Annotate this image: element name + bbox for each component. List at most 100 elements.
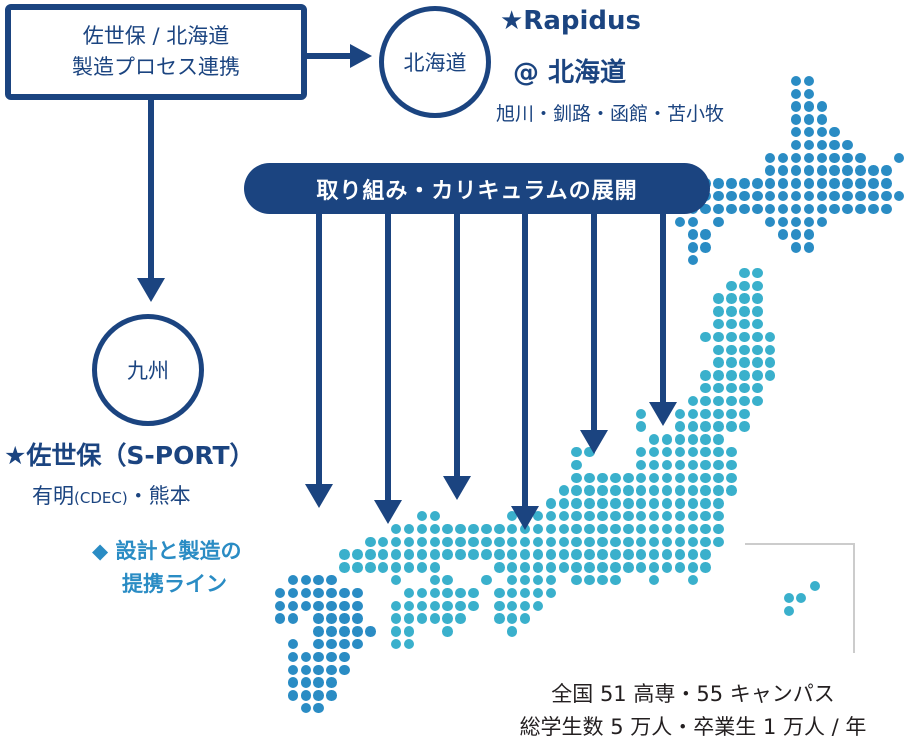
- map-dot: [584, 510, 595, 522]
- map-dot: [726, 485, 737, 496]
- map-dot: [777, 190, 789, 202]
- map-dot: [713, 293, 724, 304]
- map-dot: [700, 562, 711, 573]
- map-dot: [713, 306, 724, 317]
- map-dot: [726, 280, 737, 292]
- rapidus-title: ★Rapidus: [500, 6, 641, 36]
- map-dot: [313, 638, 324, 650]
- map-dot: [726, 408, 737, 420]
- map-dot: [623, 510, 634, 522]
- map-dot: [571, 574, 582, 586]
- curriculum-arrow-3: [454, 214, 460, 478]
- map-dot: [726, 446, 737, 458]
- map-dot: [584, 562, 595, 573]
- map-dot: [635, 498, 647, 509]
- map-dot: [816, 152, 828, 164]
- map-dot: [783, 592, 795, 604]
- map-dot: [481, 523, 492, 535]
- arrow-to-kyushu: [148, 100, 154, 280]
- map-dot: [584, 485, 595, 496]
- map-dot: [816, 126, 828, 138]
- okinawa-inset-frame: [745, 543, 855, 653]
- map-dot: [700, 446, 711, 458]
- map-dot: [494, 523, 505, 535]
- map-dot: [610, 574, 621, 586]
- map-dot: [506, 562, 518, 573]
- map-dot: [829, 126, 840, 138]
- map-dot: [726, 421, 737, 432]
- map-dot: [403, 638, 415, 650]
- map-dot: [545, 523, 557, 535]
- map-dot: [506, 549, 518, 560]
- map-dot: [377, 536, 389, 548]
- map-dot: [597, 574, 608, 586]
- map-dot: [455, 536, 466, 548]
- map-dot: [584, 523, 595, 535]
- map-dot: [713, 459, 724, 471]
- map-dot: [429, 510, 441, 522]
- arrow-head-right-icon: [350, 44, 372, 68]
- kyushu-sites: 有明(CDEC)・熊本: [32, 480, 191, 510]
- map-dot: [674, 472, 686, 484]
- map-dot: [713, 178, 724, 189]
- map-dot: [700, 370, 711, 381]
- map-dot: [623, 549, 634, 560]
- map-dot: [558, 523, 570, 535]
- map-dot: [777, 203, 789, 215]
- map-dot: [365, 549, 376, 560]
- map-dot: [300, 587, 312, 599]
- map-dot: [597, 536, 608, 548]
- map-dot: [726, 203, 737, 215]
- map-dot: [790, 152, 802, 164]
- ariake-label: 有明: [32, 484, 74, 508]
- map-dot: [700, 536, 711, 548]
- map-dot: [726, 190, 737, 202]
- map-dot: [803, 88, 815, 100]
- map-dot: [752, 318, 763, 330]
- map-dot: [674, 523, 686, 535]
- map-dot: [623, 562, 634, 573]
- map-dot: [429, 613, 441, 624]
- map-dot: [532, 600, 544, 612]
- map-dot: [429, 574, 441, 586]
- map-dot: [739, 280, 750, 292]
- map-dot: [416, 549, 428, 560]
- map-dot: [868, 203, 879, 215]
- map-dot: [597, 523, 608, 535]
- kyushu-circle-label: 九州: [127, 359, 169, 383]
- map-dot: [713, 485, 724, 496]
- map-dot: [390, 626, 402, 637]
- map-dot: [623, 536, 634, 548]
- map-dot: [713, 421, 724, 432]
- map-dot: [661, 434, 673, 445]
- map-dot: [326, 587, 337, 599]
- map-dot: [635, 472, 647, 484]
- map-dot: [326, 664, 337, 676]
- map-dot: [739, 331, 750, 343]
- map-dot: [494, 536, 505, 548]
- map-dot: [313, 677, 324, 688]
- map-dot: [403, 549, 415, 560]
- map-dot: [661, 459, 673, 471]
- rapidus-location: @ 北海道: [513, 58, 627, 88]
- map-dot: [584, 574, 595, 586]
- stats-line2: 総学生数 5 万人・卒業生 1 万人 / 年: [519, 715, 867, 739]
- map-dot: [352, 600, 363, 612]
- map-dot: [726, 357, 737, 368]
- map-dot: [287, 677, 299, 688]
- map-dot: [790, 75, 802, 87]
- map-dot: [752, 382, 763, 394]
- map-dot: [377, 549, 389, 560]
- kyushu-circle: 九州: [92, 314, 204, 426]
- map-dot: [326, 600, 337, 612]
- curriculum-arrow-5: [591, 214, 597, 432]
- map-dot: [635, 510, 647, 522]
- map-dot: [532, 587, 544, 599]
- map-dot: [545, 549, 557, 560]
- map-dot: [829, 178, 840, 189]
- map-dot: [674, 510, 686, 522]
- map-dot: [300, 651, 312, 663]
- map-dot: [339, 651, 350, 663]
- map-dot: [674, 446, 686, 458]
- map-dot: [597, 472, 608, 484]
